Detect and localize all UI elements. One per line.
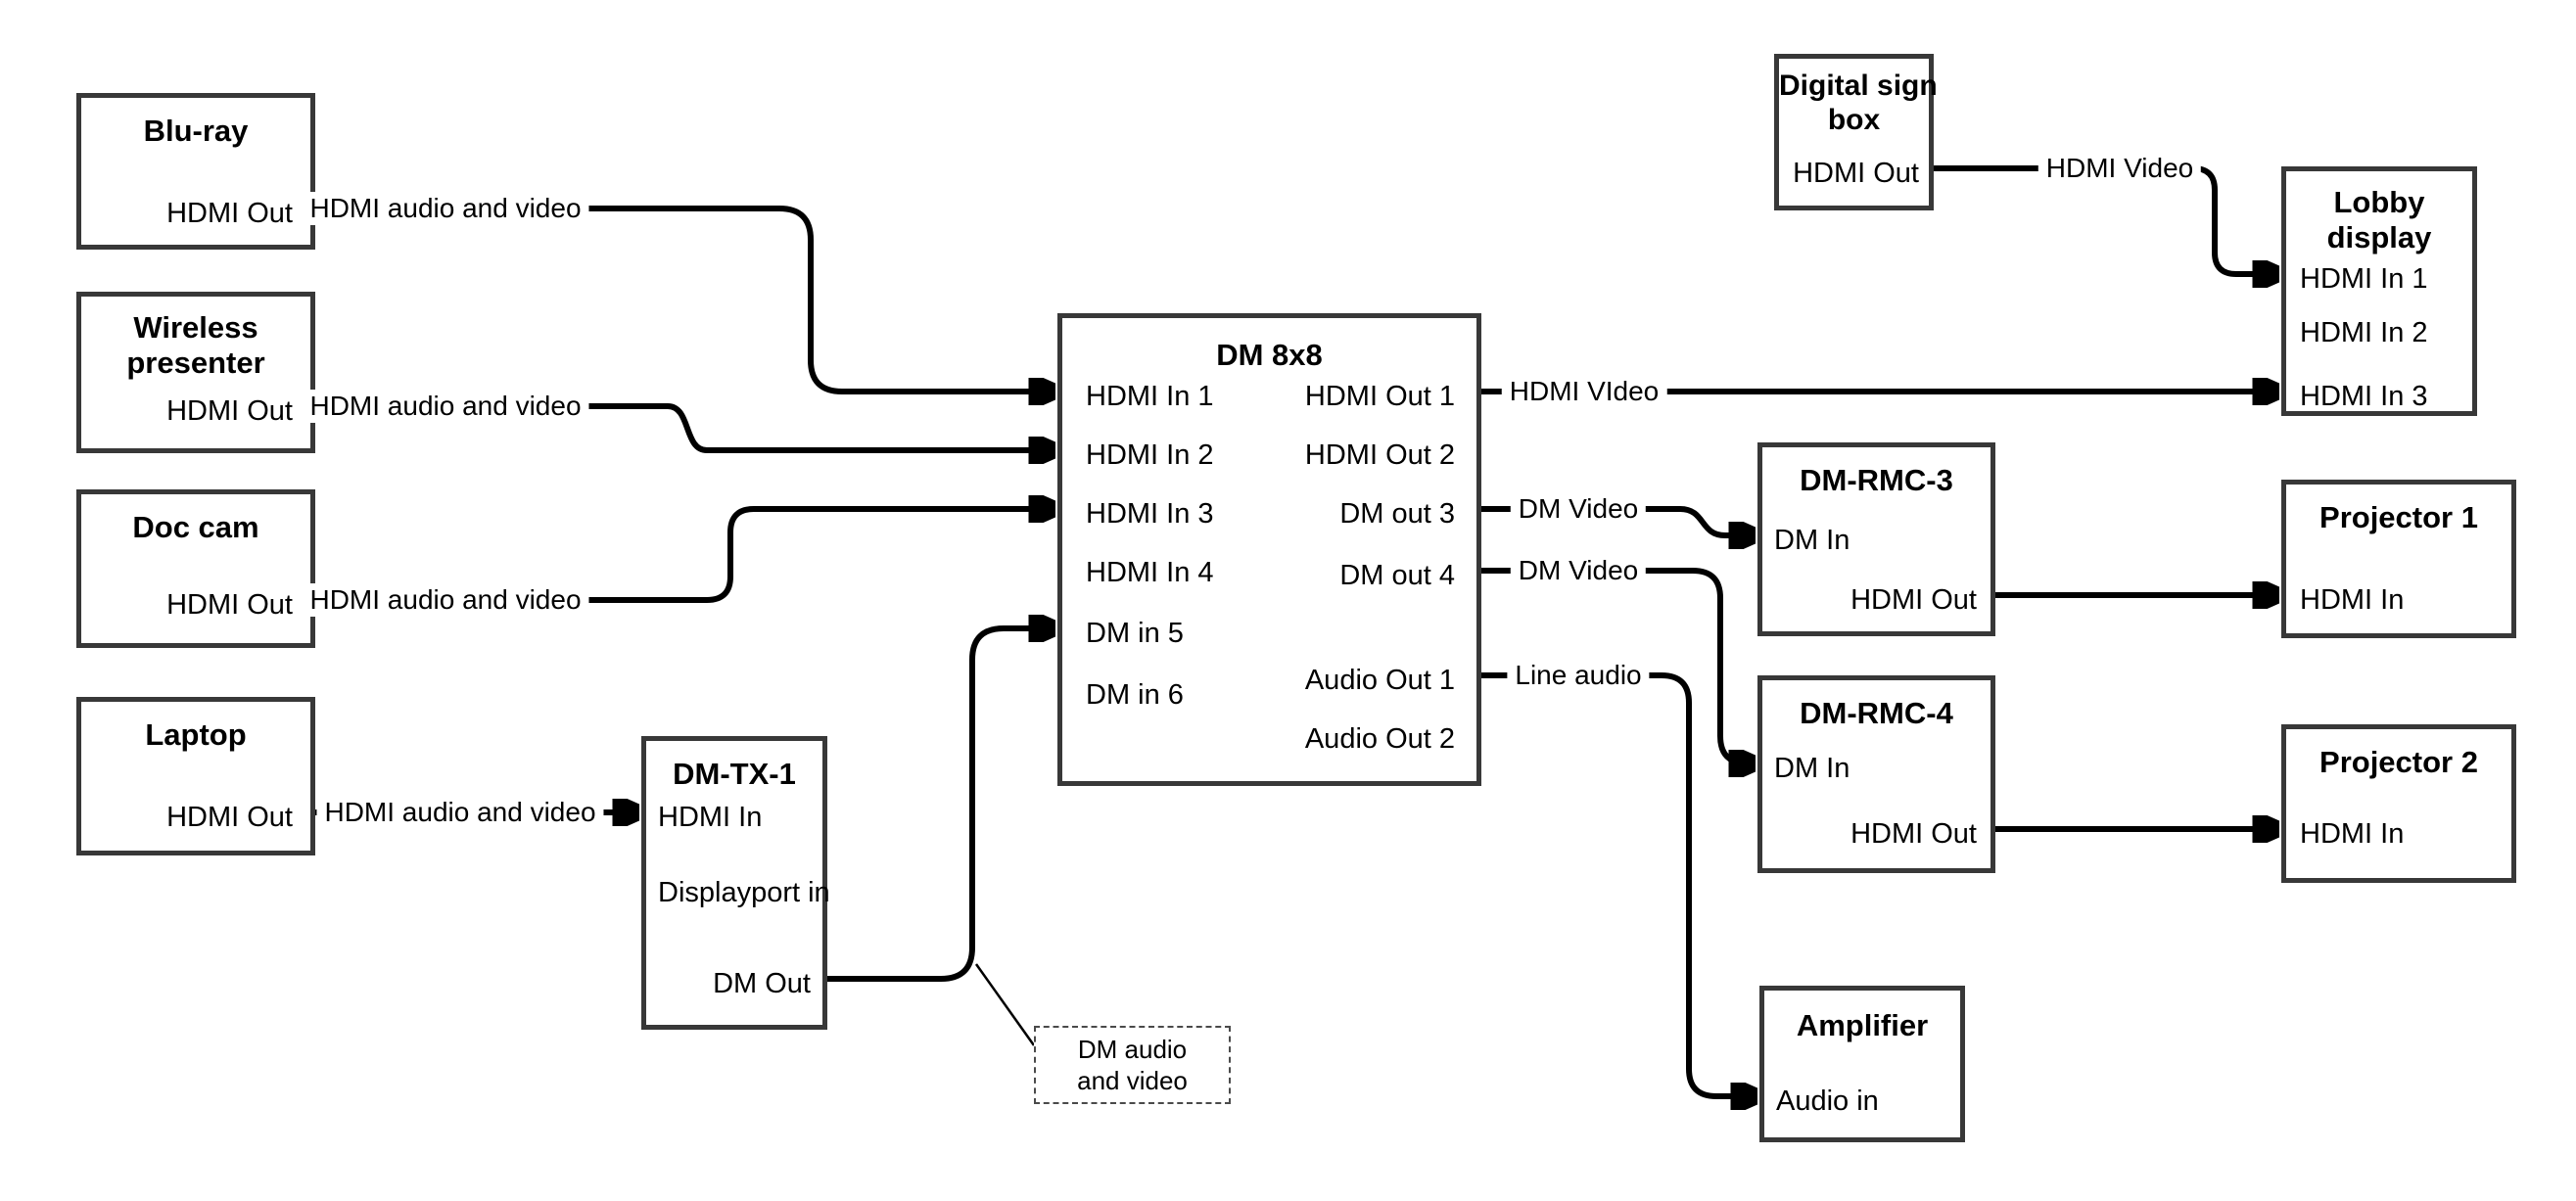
- node-title: Amplifier: [1796, 1008, 1929, 1042]
- node-title-line: display: [2326, 220, 2432, 254]
- port-hdmi-in-2: HDMI In 2: [2300, 317, 2428, 348]
- port-dm-out-4: DM out 4: [1339, 560, 1455, 591]
- port-hdmi-in: HDMI In: [2300, 818, 2405, 850]
- node-projector-1: Projector 1 HDMI In: [2281, 480, 2516, 638]
- node-title: Projector 2: [2319, 745, 2478, 779]
- node-projector-2: Projector 2 HDMI In: [2281, 724, 2516, 883]
- node-laptop: Laptop HDMI Out: [76, 697, 315, 855]
- node-title: Laptop: [145, 717, 247, 752]
- port-hdmi-in-2: HDMI In 2: [1086, 439, 1214, 471]
- port-hdmi-out-2: HDMI Out 2: [1304, 439, 1455, 471]
- node-title: Wireless presenter: [81, 310, 310, 381]
- node-doc-cam: Doc cam HDMI Out: [76, 489, 315, 648]
- port-hdmi-out-1: HDMI Out 1: [1304, 381, 1455, 412]
- wire-dmtx1-to-dm8x8-in5: [827, 628, 1052, 982]
- wire-digisign-to-lobby-in1: [1934, 165, 2275, 274]
- port-hdmi-in-1: HDMI In 1: [1086, 381, 1214, 412]
- wire-dm8x8-audioout1-to-amp: [1481, 672, 1754, 1096]
- port-audio-out-2: Audio Out 2: [1304, 723, 1455, 755]
- node-dm-rmc-4: DM-RMC-4 DM In HDMI Out: [1757, 675, 1995, 873]
- port-dm-in: DM In: [1774, 525, 1850, 556]
- port-audio-in: Audio in: [1776, 1086, 1879, 1117]
- port-hdmi-out: HDMI Out: [166, 589, 293, 621]
- node-dm-8x8: DM 8x8 HDMI In 1 HDMI In 2 HDMI In 3 HDM…: [1057, 313, 1481, 786]
- wire-dm8x8-out4-to-rmc4: [1481, 568, 1752, 763]
- port-dm-in-6: DM in 6: [1086, 679, 1184, 711]
- wire-wireless-to-dm8x8-in2: [315, 403, 1052, 450]
- node-title: DM-TX-1: [673, 757, 796, 791]
- port-hdmi-in-1: HDMI In 1: [2300, 263, 2428, 295]
- node-dm-tx-1: DM-TX-1 HDMI In Displayport in DM Out: [641, 736, 830, 1030]
- wire-doccam-to-dm8x8-in3: [315, 509, 1052, 603]
- port-hdmi-out: HDMI Out: [166, 198, 293, 229]
- node-title: Projector 1: [2319, 500, 2478, 534]
- port-hdmi-in: HDMI In: [658, 802, 763, 833]
- edge-label-hdmi-video-out1: HDMI VIdeo: [1501, 375, 1667, 408]
- node-title: DM-RMC-4: [1800, 696, 1953, 730]
- edge-label-hdmi-audio-video-bluray: HDMI audio and video: [302, 192, 589, 225]
- wire-bluray-to-dm8x8-in1: [315, 206, 1052, 392]
- port-hdmi-out: HDMI Out: [1850, 818, 1977, 850]
- node-title: Lobby display: [2286, 185, 2472, 255]
- node-blu-ray: Blu-ray HDMI Out: [76, 93, 315, 250]
- node-title: Blu-ray: [143, 114, 249, 148]
- edge-label-dm-video-out4: DM Video: [1510, 554, 1647, 587]
- node-lobby-display: Lobby display HDMI In 1 HDMI In 2 HDMI I…: [2281, 166, 2477, 416]
- port-hdmi-in-3: HDMI In 3: [2300, 381, 2428, 412]
- edge-label-dm-video-out3: DM Video: [1510, 492, 1647, 526]
- node-wireless-presenter: Wireless presenter HDMI Out: [76, 292, 315, 453]
- node-title: DM 8x8: [1216, 338, 1323, 372]
- port-hdmi-out: HDMI Out: [166, 395, 293, 427]
- note-text: DM audio and video: [1077, 1035, 1188, 1095]
- edge-label-hdmi-video-digisign: HDMI Video: [2037, 152, 2202, 185]
- node-digital-sign-box: Digital sign box HDMI Out: [1774, 54, 1938, 210]
- port-hdmi-in-3: HDMI In 3: [1086, 498, 1214, 530]
- port-audio-out-1: Audio Out 1: [1304, 665, 1455, 696]
- node-title: DM-RMC-3: [1800, 463, 1953, 497]
- node-title: Digital sign box: [1779, 69, 1938, 137]
- port-dm-in: DM In: [1774, 753, 1850, 784]
- port-hdmi-in-4: HDMI In 4: [1086, 557, 1214, 588]
- node-title-line: box: [1827, 104, 1881, 136]
- node-title-line: Wireless: [133, 310, 258, 345]
- port-dm-out: DM Out: [713, 968, 811, 999]
- edge-label-hdmi-audio-video-wireless: HDMI audio and video: [302, 390, 589, 423]
- node-title: Doc cam: [132, 510, 259, 544]
- node-amplifier: Amplifier Audio in: [1759, 986, 1965, 1142]
- callout-line-dm-audio-video: [974, 963, 1036, 1046]
- port-hdmi-in: HDMI In: [2300, 584, 2405, 616]
- node-dm-rmc-3: DM-RMC-3 DM In HDMI Out: [1757, 442, 1995, 636]
- node-title-line: presenter: [126, 346, 265, 380]
- edge-label-hdmi-audio-video-doccam: HDMI audio and video: [302, 583, 589, 617]
- port-hdmi-out: HDMI Out: [1850, 584, 1977, 616]
- wire-dm8x8-out3-to-rmc3: [1481, 506, 1752, 535]
- edge-label-line-audio: Line audio: [1507, 659, 1650, 692]
- edge-label-hdmi-audio-video-laptop: HDMI audio and video: [316, 796, 604, 829]
- node-title-line: Digital sign: [1779, 69, 1938, 102]
- note-dm-audio-and-video: DM audio and video: [1034, 1026, 1231, 1104]
- port-dm-in-5: DM in 5: [1086, 618, 1184, 649]
- port-hdmi-out: HDMI Out: [166, 802, 293, 833]
- port-displayport-in: Displayport in: [658, 877, 830, 908]
- port-hdmi-out: HDMI Out: [1793, 158, 1919, 189]
- node-title-line: Lobby: [2333, 185, 2425, 219]
- port-dm-out-3: DM out 3: [1339, 498, 1455, 530]
